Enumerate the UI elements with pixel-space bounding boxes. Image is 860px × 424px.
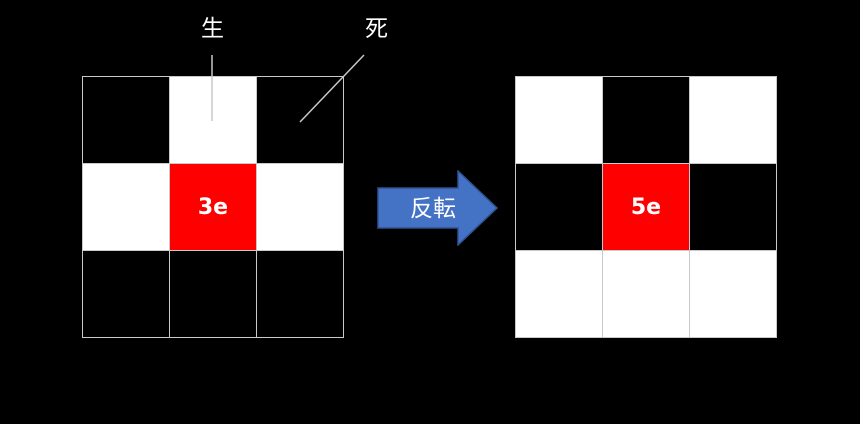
left-cell-4 xyxy=(83,164,169,250)
arrow-shape xyxy=(377,170,499,246)
left-cell-7 xyxy=(83,251,169,337)
right-cell-9 xyxy=(690,251,776,337)
left-cell-6 xyxy=(257,164,343,250)
right-cell-1 xyxy=(516,77,602,163)
right-cell-7 xyxy=(516,251,602,337)
right-cell-6 xyxy=(690,164,776,250)
left-cell-center: 3e xyxy=(170,164,256,250)
dead-pointer-line xyxy=(299,54,365,123)
left-cell-2 xyxy=(170,77,256,163)
right-cell-2 xyxy=(603,77,689,163)
left-cell-1 xyxy=(83,77,169,163)
label-dead: 死 xyxy=(365,16,388,42)
right-cell-3 xyxy=(690,77,776,163)
left-cell-9 xyxy=(257,251,343,337)
right-grid: 5e xyxy=(515,76,777,338)
invert-arrow: 反転 xyxy=(377,170,499,246)
label-live: 生 xyxy=(201,16,224,42)
right-cell-center: 5e xyxy=(603,164,689,250)
right-cell-8 xyxy=(603,251,689,337)
arrow-label: 反転 xyxy=(410,196,456,222)
left-cell-8 xyxy=(170,251,256,337)
left-grid: 3e xyxy=(82,76,344,338)
right-cell-4 xyxy=(516,164,602,250)
